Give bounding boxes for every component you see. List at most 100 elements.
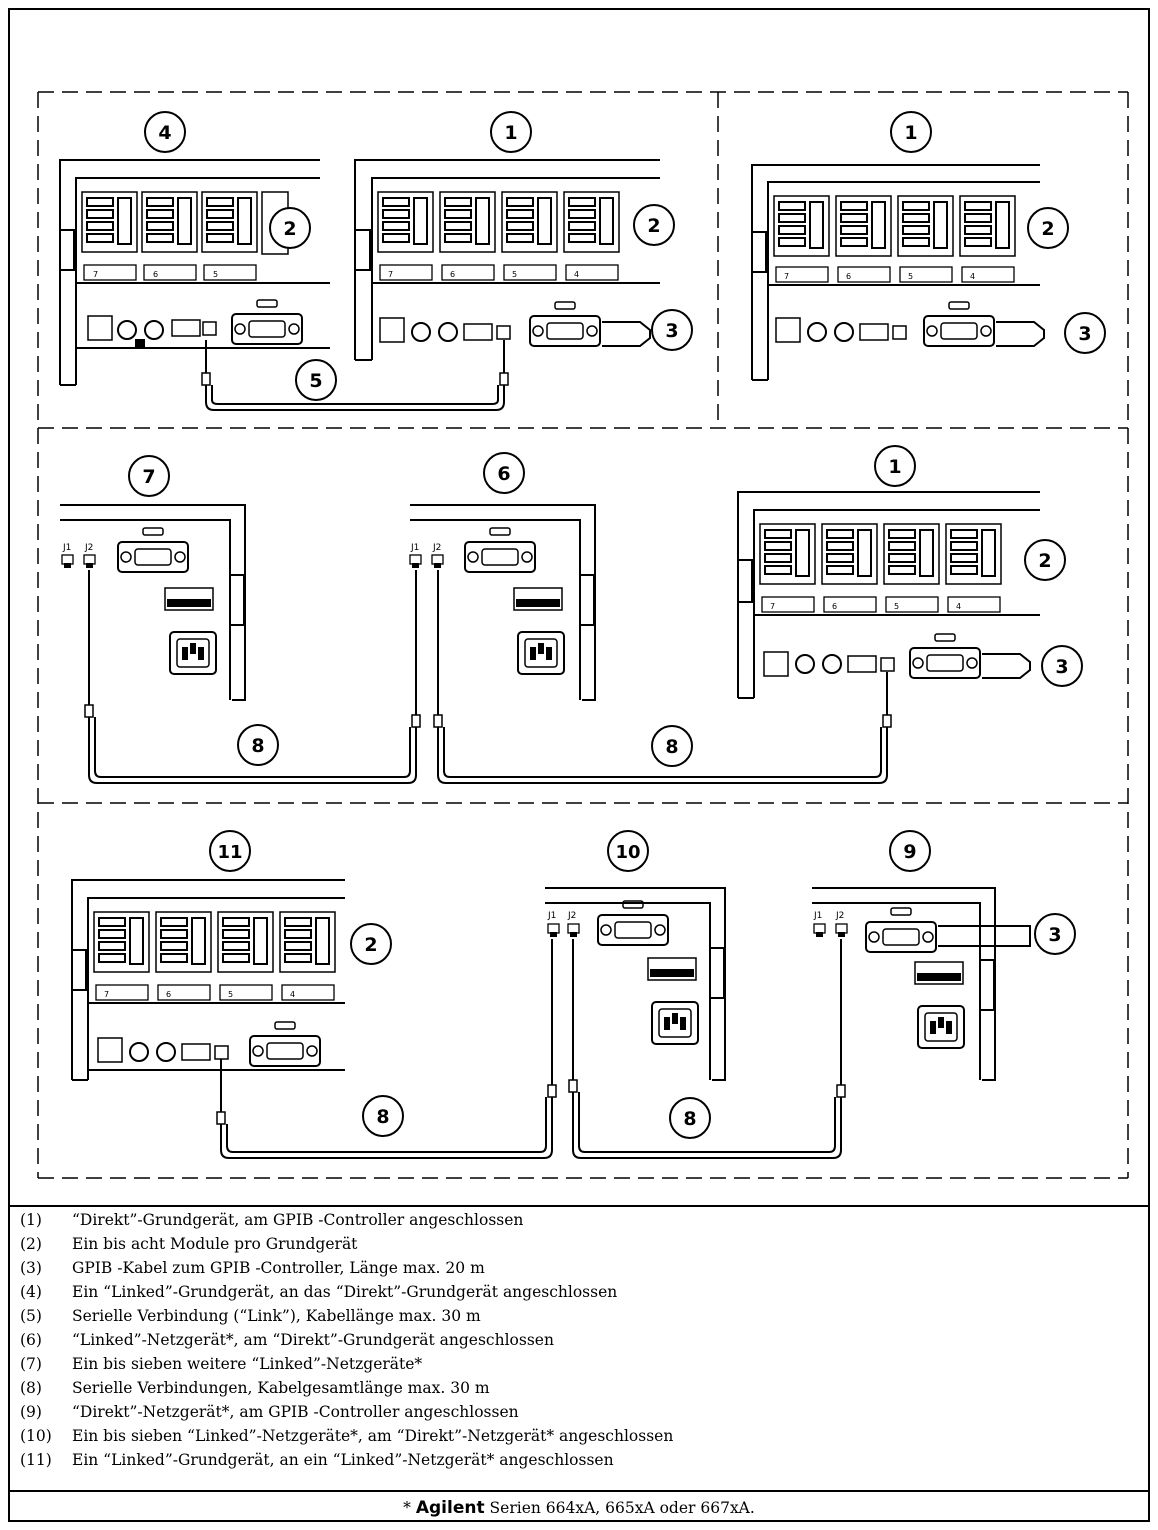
- callout-2: 2: [633, 204, 675, 246]
- legend-item: (7)Ein bis sieben weitere “Linked”-Netzg…: [20, 1355, 423, 1373]
- callout-2: 2: [1024, 539, 1066, 581]
- svg-text:5: 5: [894, 602, 899, 611]
- callout-3: 3: [1041, 645, 1083, 687]
- group-boxes: [37, 91, 1129, 1179]
- svg-text:4: 4: [158, 122, 171, 144]
- port-label-j1: J1: [813, 911, 822, 921]
- legend-item: (5)Serielle Verbindung (“Link”), Kabellä…: [20, 1307, 481, 1325]
- svg-text:8: 8: [376, 1106, 389, 1128]
- power-supply-unit-6: [409, 504, 596, 728]
- legend-item: (9)“Direkt”-Netzgerät*, am GPIB -Control…: [20, 1403, 519, 1421]
- legend-item: (11)Ein “Linked”-Grundgerät, an ein “Lin…: [20, 1451, 614, 1469]
- svg-text:10: 10: [615, 842, 640, 863]
- svg-text:6: 6: [450, 270, 455, 279]
- svg-text:3: 3: [1078, 323, 1091, 345]
- callout-8: 8: [362, 1095, 404, 1137]
- svg-text:8: 8: [251, 735, 264, 757]
- callout-2: 2: [350, 923, 392, 965]
- svg-text:3: 3: [665, 320, 678, 342]
- svg-text:6: 6: [166, 990, 171, 999]
- port-label-j1: J1: [62, 543, 71, 553]
- callout-3: 3: [651, 309, 693, 351]
- svg-text:4: 4: [956, 602, 961, 611]
- power-supply-unit-10: [545, 887, 726, 1098]
- svg-text:6: 6: [153, 270, 158, 279]
- port-label-j2: J2: [835, 911, 844, 921]
- callout-5: 5: [295, 359, 337, 401]
- svg-text:1: 1: [904, 122, 917, 144]
- svg-text:6: 6: [846, 272, 851, 281]
- callout-3: 3: [1034, 913, 1076, 955]
- svg-text:5: 5: [512, 270, 517, 279]
- svg-text:1: 1: [504, 122, 517, 144]
- svg-text:2: 2: [1041, 218, 1054, 240]
- power-supply-unit-9: [812, 887, 1031, 1098]
- svg-text:8: 8: [665, 736, 678, 758]
- svg-text:2: 2: [283, 218, 296, 240]
- link-cable-5: [201, 340, 509, 411]
- port-label-j2: J2: [432, 543, 441, 553]
- mainframe-unit-1-b: [751, 164, 1045, 381]
- callout-7: 7: [128, 455, 170, 497]
- mainframe-unit-4: [59, 159, 330, 386]
- callout-8: 8: [651, 725, 693, 767]
- svg-text:2: 2: [364, 934, 377, 956]
- port-label-j1: J1: [547, 911, 556, 921]
- footnote-prefix: *: [403, 1499, 416, 1517]
- svg-text:8: 8: [683, 1108, 696, 1130]
- callout-1: 1: [874, 445, 916, 487]
- mainframe-unit-1-a: [354, 159, 660, 361]
- legend-item: (3)GPIB -Kabel zum GPIB -Controller, Län…: [20, 1259, 485, 1277]
- callout-10: 10: [607, 830, 649, 872]
- callout-11: 11: [209, 830, 251, 872]
- svg-text:2: 2: [647, 215, 660, 237]
- svg-text:7: 7: [142, 466, 155, 488]
- callout-2: 2: [1027, 207, 1069, 249]
- callout-8: 8: [237, 724, 279, 766]
- port-label-j2: J2: [567, 911, 576, 921]
- svg-text:7: 7: [93, 270, 98, 279]
- mainframe-unit-1-c: [737, 491, 1040, 728]
- svg-text:7: 7: [770, 602, 775, 611]
- connection-diagram: 7 6 5 7 6 5 4: [37, 91, 1129, 1179]
- svg-text:3: 3: [1055, 656, 1068, 678]
- svg-text:3: 3: [1048, 924, 1061, 946]
- svg-text:7: 7: [784, 272, 789, 281]
- port-label-j2: J2: [84, 543, 93, 553]
- footnote: * Agilent Serien 664xA, 665xA oder 667xA…: [0, 1498, 1158, 1518]
- svg-text:1: 1: [888, 456, 901, 478]
- legend-item: (2)Ein bis acht Module pro Grundgerät: [20, 1235, 358, 1253]
- callout-1: 1: [490, 111, 532, 153]
- legend-item: (4)Ein “Linked”-Grundgerät, an das “Dire…: [20, 1283, 618, 1301]
- svg-text:4: 4: [574, 270, 579, 279]
- svg-text:7: 7: [104, 990, 109, 999]
- callout-8: 8: [669, 1097, 711, 1139]
- footnote-text: Serien 664xA, 665xA oder 667xA.: [484, 1499, 755, 1517]
- svg-text:6: 6: [832, 602, 837, 611]
- svg-text:2: 2: [1038, 550, 1051, 572]
- footnote-divider: [8, 1490, 1150, 1492]
- svg-text:4: 4: [970, 272, 975, 281]
- callouts: 4 1 1 2 2 2 3 3 5 7 6 1 2 3 8 8 11 10 9 …: [128, 111, 1106, 1139]
- svg-text:11: 11: [217, 842, 242, 863]
- port-label-j1: J1: [410, 543, 419, 553]
- power-supply-unit-7: [60, 504, 246, 718]
- legend-item: (1)“Direkt”-Grundgerät, am GPIB -Control…: [20, 1211, 524, 1229]
- legend-item: (6)“Linked”-Netzgerät*, am “Direkt”-Grun…: [20, 1331, 554, 1349]
- page-frame: [8, 8, 1150, 1522]
- svg-text:5: 5: [908, 272, 913, 281]
- svg-text:7: 7: [388, 270, 393, 279]
- mainframe-unit-11: [71, 879, 345, 1125]
- callout-4: 4: [144, 111, 186, 153]
- serial-cables-8-middle: [88, 717, 888, 784]
- callout-3: 3: [1064, 312, 1106, 354]
- brand-name: Agilent: [415, 1498, 485, 1518]
- legend-item: (8)Serielle Verbindungen, Kabelgesamtlän…: [20, 1379, 490, 1397]
- callout-1: 1: [890, 111, 932, 153]
- callout-2: 2: [269, 207, 311, 249]
- serial-cables-8-bottom: [220, 1092, 842, 1159]
- legend-top-divider: [8, 1205, 1150, 1207]
- svg-text:4: 4: [290, 990, 295, 999]
- svg-text:5: 5: [309, 370, 322, 392]
- callout-6: 6: [483, 452, 525, 494]
